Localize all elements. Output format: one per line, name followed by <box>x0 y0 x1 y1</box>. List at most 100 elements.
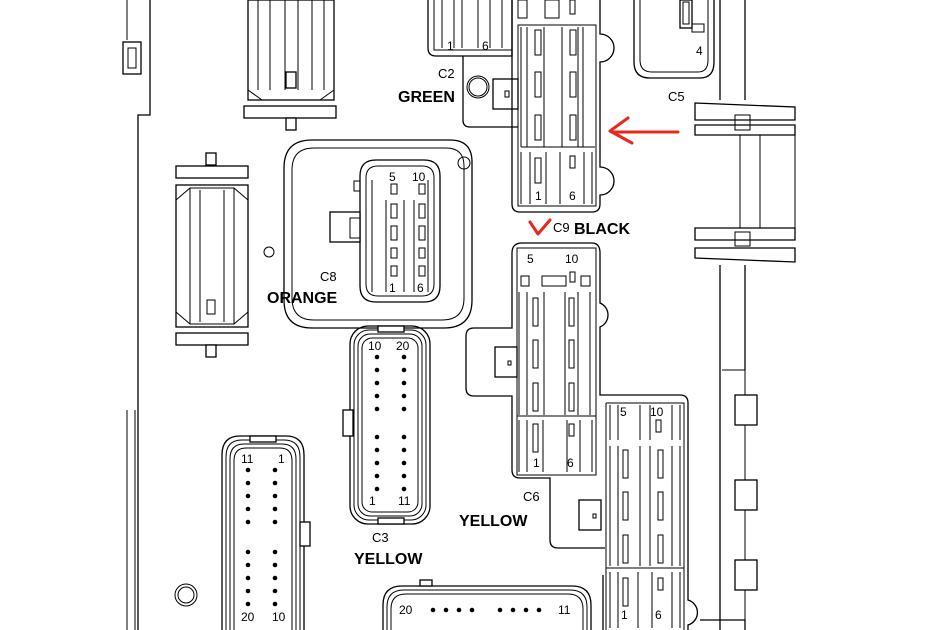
connector-id: C3 <box>372 530 389 545</box>
pin-label: 10 <box>272 610 286 624</box>
connector-lower-right[interactable]: 5 10 1 6 <box>578 402 685 630</box>
pin-dot <box>523 607 529 613</box>
pin-dot <box>272 467 278 473</box>
pin-dot <box>510 607 516 613</box>
pin-dots <box>245 467 278 607</box>
pin-dot <box>374 460 380 466</box>
pin-dot <box>430 607 436 613</box>
connector-id: C2 <box>438 66 455 81</box>
pin-dot <box>272 519 278 525</box>
pin-dots <box>374 354 407 492</box>
connector-c6[interactable]: 5 10 1 6 <box>465 242 699 630</box>
connector-color-label: YELLOW <box>354 551 423 568</box>
pin-label: 5 <box>527 252 534 266</box>
pin-label: 4 <box>696 44 703 58</box>
pin-dot <box>245 575 251 581</box>
pin-label: 10 <box>565 252 579 266</box>
pin-label: 6 <box>482 39 489 53</box>
pin-dot <box>245 562 251 568</box>
housing-left-edge <box>122 0 151 630</box>
pin-dot <box>401 380 407 386</box>
pin-label: 1 <box>447 39 454 53</box>
connector-id: C6 <box>523 489 540 504</box>
pin-dot <box>401 473 407 479</box>
pin-dot <box>245 549 251 555</box>
pin-dot <box>401 434 407 440</box>
pin-label: 1 <box>369 494 376 508</box>
pin-label: 10 <box>412 170 426 184</box>
connector-c2[interactable]: 1 6 <box>427 0 519 128</box>
relay-top <box>243 0 337 131</box>
pin-dot <box>401 447 407 453</box>
pin-dot <box>401 354 407 360</box>
connector-id: C5 <box>668 89 685 104</box>
pin-label: 1 <box>389 281 396 295</box>
pin-dot <box>245 467 251 473</box>
pin-label: 5 <box>620 405 627 419</box>
pin-dot <box>272 575 278 581</box>
connector-color-label: ORANGE <box>267 290 338 307</box>
pin-dot <box>401 393 407 399</box>
connector-id: C9 <box>553 220 570 235</box>
pin-label: 20 <box>399 603 413 617</box>
pin-dot <box>456 607 462 613</box>
pin-label: 11 <box>558 603 571 617</box>
pin-dot <box>374 434 380 440</box>
pin-label: 1 <box>621 608 628 622</box>
pin-dot <box>374 380 380 386</box>
pin-dot <box>374 406 380 412</box>
pin-dot <box>272 506 278 512</box>
pin-dot <box>374 393 380 399</box>
pin-dot <box>245 519 251 525</box>
pin-dot <box>469 607 475 613</box>
mounting-hole <box>263 246 275 258</box>
pin-label: 11 <box>398 494 411 508</box>
bracket-right <box>694 102 796 263</box>
pin-dot <box>374 473 380 479</box>
pin-dot <box>401 367 407 373</box>
connector-c3[interactable]: 10 20 1 11 <box>342 325 431 525</box>
pin-dots <box>430 607 542 613</box>
red-checkmark-icon <box>528 218 552 236</box>
connector-c9[interactable]: 1 6 <box>511 0 615 213</box>
pin-dot <box>245 588 251 594</box>
connector-c8[interactable]: 5 10 1 6 <box>283 139 473 329</box>
fuse-left <box>175 152 249 358</box>
pin-dot <box>401 460 407 466</box>
pin-label: 10 <box>650 405 664 419</box>
pin-dot <box>374 447 380 453</box>
pin-label: 6 <box>655 608 662 622</box>
pin-label: 1 <box>535 189 542 203</box>
pin-label: 1 <box>533 456 540 470</box>
pin-dot <box>272 601 278 607</box>
pin-dot <box>272 480 278 486</box>
pin-dot <box>536 607 542 613</box>
pin-dot <box>245 506 251 512</box>
connector-c5[interactable]: 4 <box>633 0 715 79</box>
pin-label: 6 <box>569 189 576 203</box>
pin-dot <box>272 493 278 499</box>
pin-dot <box>443 607 449 613</box>
connector-lower-left[interactable]: 11 1 20 10 <box>221 435 311 630</box>
pin-label: 20 <box>396 339 410 353</box>
connector-id: C8 <box>320 269 337 284</box>
pin-dot <box>497 607 503 613</box>
red-arrow-icon <box>608 116 680 145</box>
pin-label: 5 <box>389 170 396 184</box>
pin-dot <box>272 562 278 568</box>
connector-color-label: BLACK <box>574 221 630 238</box>
pin-dot <box>374 486 380 492</box>
pin-label: 11 <box>241 452 254 466</box>
connector-bottom[interactable]: 20 11 <box>382 579 592 630</box>
pin-dot <box>272 549 278 555</box>
pin-dot <box>245 601 251 607</box>
pin-label: 6 <box>567 456 574 470</box>
pin-dot <box>374 367 380 373</box>
pin-dot <box>374 354 380 360</box>
pin-label: 20 <box>241 610 255 624</box>
housing-right-edge <box>700 0 758 630</box>
connector-color-label: YELLOW <box>459 513 528 530</box>
pin-dot <box>401 406 407 412</box>
